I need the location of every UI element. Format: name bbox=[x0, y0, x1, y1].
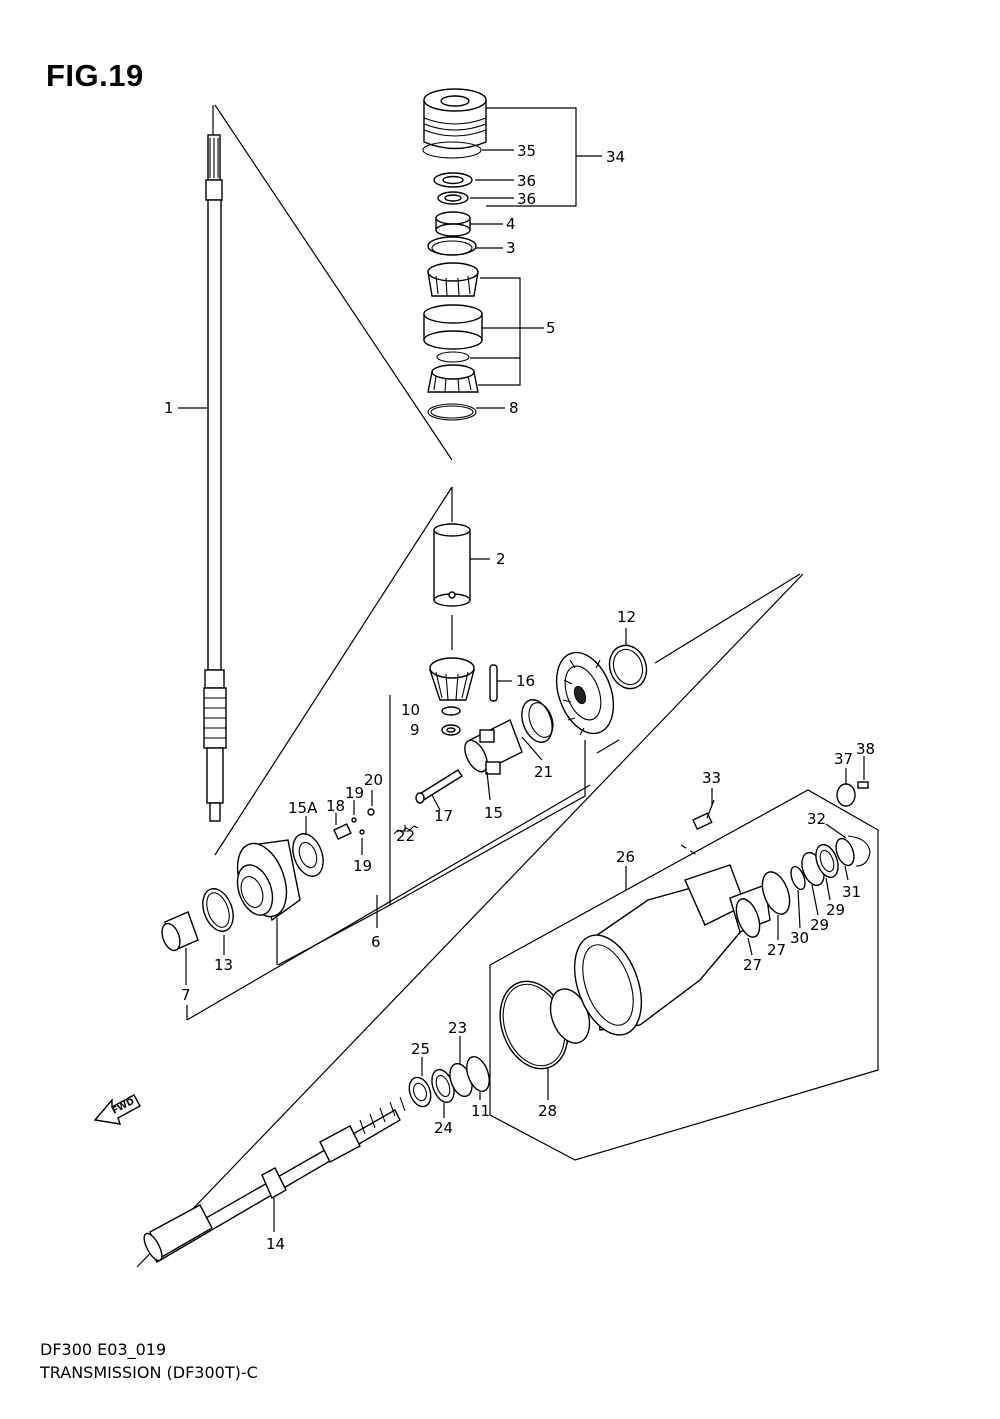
callout-27-right: 27 bbox=[767, 941, 786, 959]
fwd-arrow-icon: FWD bbox=[93, 1094, 141, 1125]
shim bbox=[608, 644, 648, 690]
callout-26: 26 bbox=[616, 848, 635, 866]
callout-29-a: 29 bbox=[810, 916, 829, 934]
callout-34: 34 bbox=[606, 148, 625, 166]
propeller-shaft-housing bbox=[499, 799, 871, 1070]
callout-20: 20 bbox=[364, 771, 383, 789]
small-parts-18-20 bbox=[333, 808, 375, 840]
propeller-shaft bbox=[143, 1096, 406, 1263]
needle-bearing-7 bbox=[161, 911, 199, 952]
callout-11: 11 bbox=[471, 1102, 490, 1120]
callout-16: 16 bbox=[516, 672, 535, 690]
callout-36-top: 36 bbox=[517, 172, 536, 190]
callout-4: 4 bbox=[506, 215, 516, 233]
callout-15a: 15A bbox=[288, 799, 318, 817]
callout-21: 21 bbox=[534, 763, 553, 781]
callout-29-b: 29 bbox=[826, 901, 845, 919]
callout-12: 12 bbox=[617, 608, 636, 626]
callout-3: 3 bbox=[506, 239, 516, 257]
clutch-and-rod bbox=[393, 719, 523, 835]
callout-19-top: 19 bbox=[345, 784, 364, 802]
pin bbox=[489, 664, 498, 702]
callout-24: 24 bbox=[434, 1119, 453, 1137]
callout-36-bottom: 36 bbox=[517, 190, 536, 208]
ring-11 bbox=[466, 1056, 490, 1092]
callout-labels: 1 2 3 4 5 6 7 8 9 10 11 12 13 14 15 15A … bbox=[164, 142, 875, 1253]
callout-35: 35 bbox=[517, 142, 536, 160]
thrust-washer bbox=[408, 1076, 432, 1108]
figure-title: FIG.19 bbox=[46, 58, 144, 93]
bevel-gear bbox=[555, 651, 615, 736]
callout-15: 15 bbox=[484, 804, 503, 822]
reverse-gear bbox=[236, 839, 301, 922]
callout-38: 38 bbox=[856, 740, 875, 758]
drive-shaft bbox=[203, 134, 227, 822]
callout-27-left: 27 bbox=[743, 956, 762, 974]
callout-30: 30 bbox=[790, 929, 809, 947]
callout-7: 7 bbox=[181, 986, 191, 1004]
diagram-code: DF300 E03_019 bbox=[40, 1340, 167, 1359]
callout-31: 31 bbox=[842, 883, 861, 901]
callout-33: 33 bbox=[702, 769, 721, 787]
callout-13: 13 bbox=[214, 956, 233, 974]
sleeve bbox=[433, 523, 471, 607]
callout-18: 18 bbox=[326, 797, 345, 815]
callout-28: 28 bbox=[538, 1102, 557, 1120]
shim-13 bbox=[202, 888, 234, 932]
guide-lines bbox=[136, 104, 879, 1268]
callout-5: 5 bbox=[546, 319, 556, 337]
callout-9: 9 bbox=[410, 721, 420, 739]
washer-15a bbox=[292, 833, 324, 877]
figure-caption: DF300 E03_019 TRANSMISSION (DF300T)-C bbox=[40, 1338, 258, 1384]
pinion-gear bbox=[429, 657, 475, 736]
callout-32: 32 bbox=[807, 810, 826, 828]
callout-37: 37 bbox=[834, 750, 853, 768]
callout-17: 17 bbox=[434, 807, 453, 825]
callout-2: 2 bbox=[496, 550, 506, 568]
diagram-caption: TRANSMISSION (DF300T)-C bbox=[40, 1363, 258, 1382]
bearing-housing-assembly bbox=[422, 88, 487, 421]
callout-22: 22 bbox=[396, 827, 415, 845]
callout-19-bottom: 19 bbox=[353, 857, 372, 875]
callout-23: 23 bbox=[448, 1019, 467, 1037]
bushing bbox=[521, 699, 554, 743]
callout-10: 10 bbox=[401, 701, 420, 719]
callout-1: 1 bbox=[164, 399, 174, 417]
callout-6: 6 bbox=[371, 933, 381, 951]
callout-8: 8 bbox=[509, 399, 519, 417]
callout-25: 25 bbox=[411, 1040, 430, 1058]
leader-lines bbox=[185, 107, 865, 1232]
callout-14: 14 bbox=[266, 1235, 285, 1253]
anode-and-bolt bbox=[836, 781, 869, 807]
